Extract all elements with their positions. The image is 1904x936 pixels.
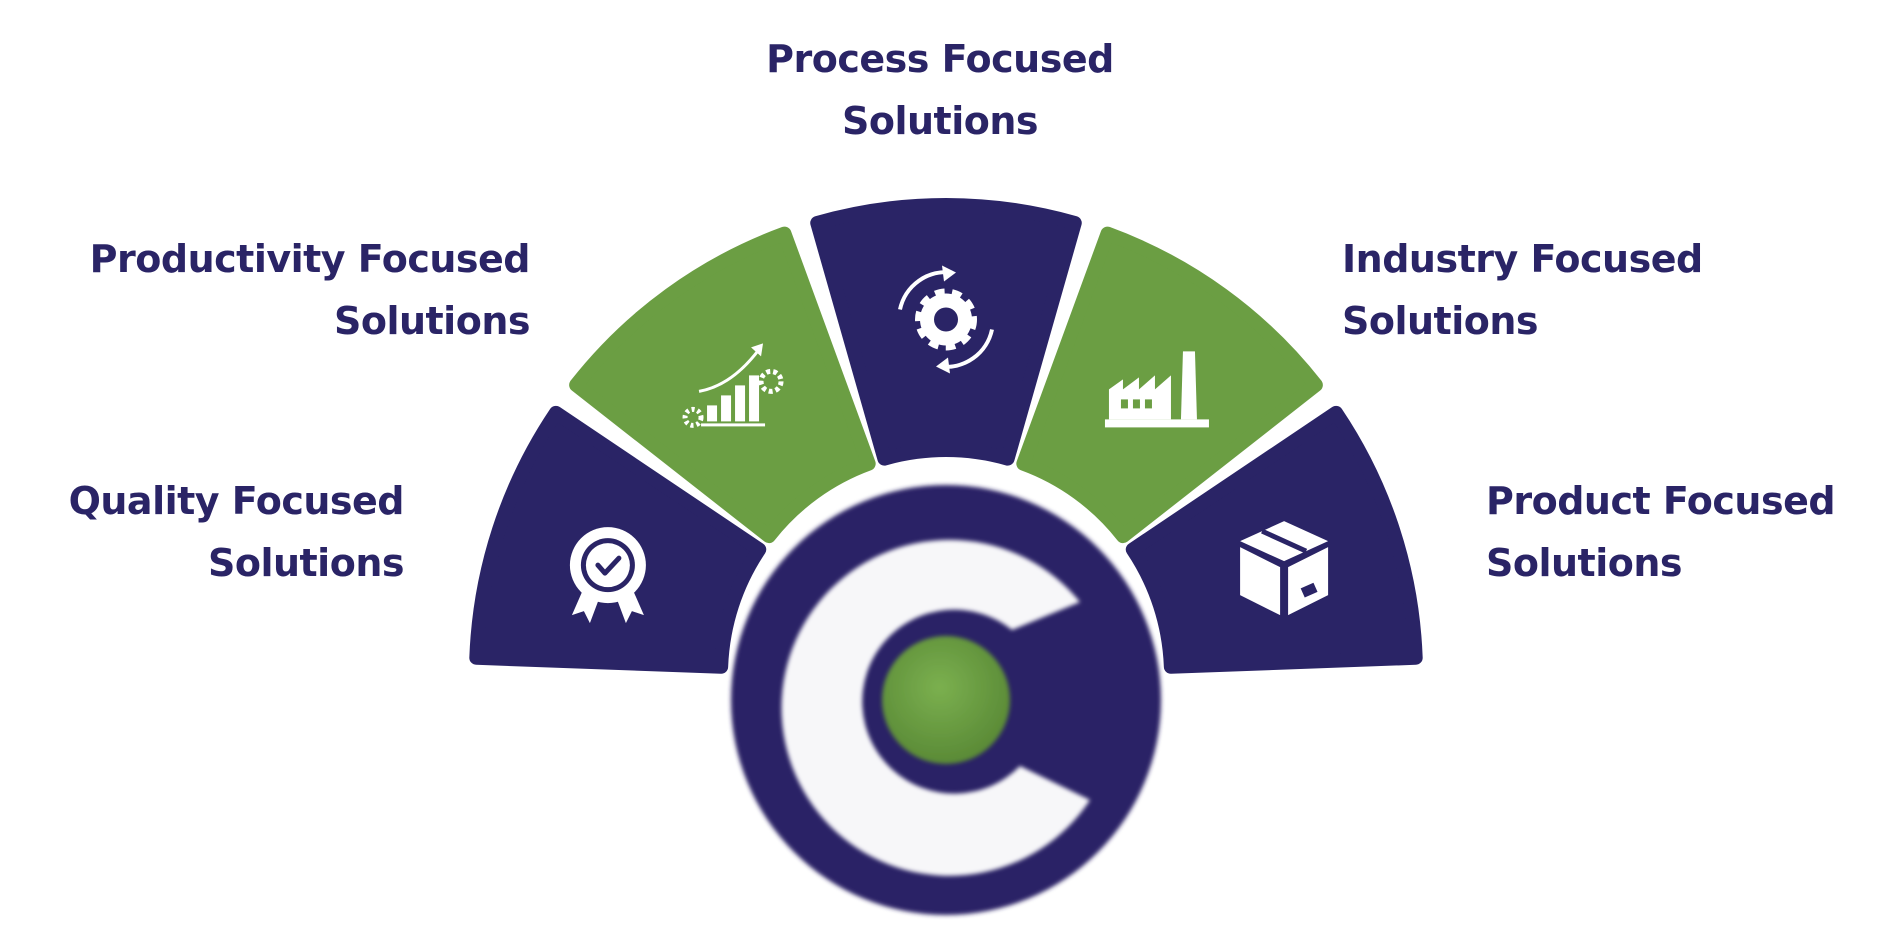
award-badge-icon: [569, 527, 646, 624]
label-line-1: Quality Focused: [68, 479, 405, 523]
label-line-2: Solutions: [841, 99, 1039, 143]
label-line-1: Product Focused: [1486, 479, 1836, 523]
package-box-icon: [1240, 521, 1329, 616]
label-line-2: Solutions: [1486, 541, 1683, 585]
label-product-focused-solutions: Product Focused Solutions: [1486, 470, 1836, 594]
label-line-2: Solutions: [1342, 299, 1539, 343]
company-logo: [731, 485, 1161, 915]
label-productivity-focused-solutions: Productivity Focused Solutions: [54, 228, 531, 352]
factory-icon: [1104, 351, 1209, 428]
label-line-1: Productivity Focused: [89, 237, 531, 281]
gear-cycle-icon: [898, 265, 994, 374]
segment-productivity: [569, 226, 876, 544]
logo-c-letter: [781, 539, 1090, 876]
logo-center-dot: [882, 636, 1010, 764]
label-quality-focused-solutions: Quality Focused Solutions: [44, 470, 405, 594]
label-line-2: Solutions: [207, 541, 405, 585]
label-line-2: Solutions: [333, 299, 531, 343]
label-industry-focused-solutions: Industry Focused Solutions: [1342, 228, 1703, 352]
label-line-1: Industry Focused: [1342, 237, 1703, 281]
label-process-focused-solutions: Process Focused Solutions: [740, 28, 1140, 152]
growth-chart-icon: [682, 343, 784, 428]
label-line-1: Process Focused: [766, 37, 1114, 81]
